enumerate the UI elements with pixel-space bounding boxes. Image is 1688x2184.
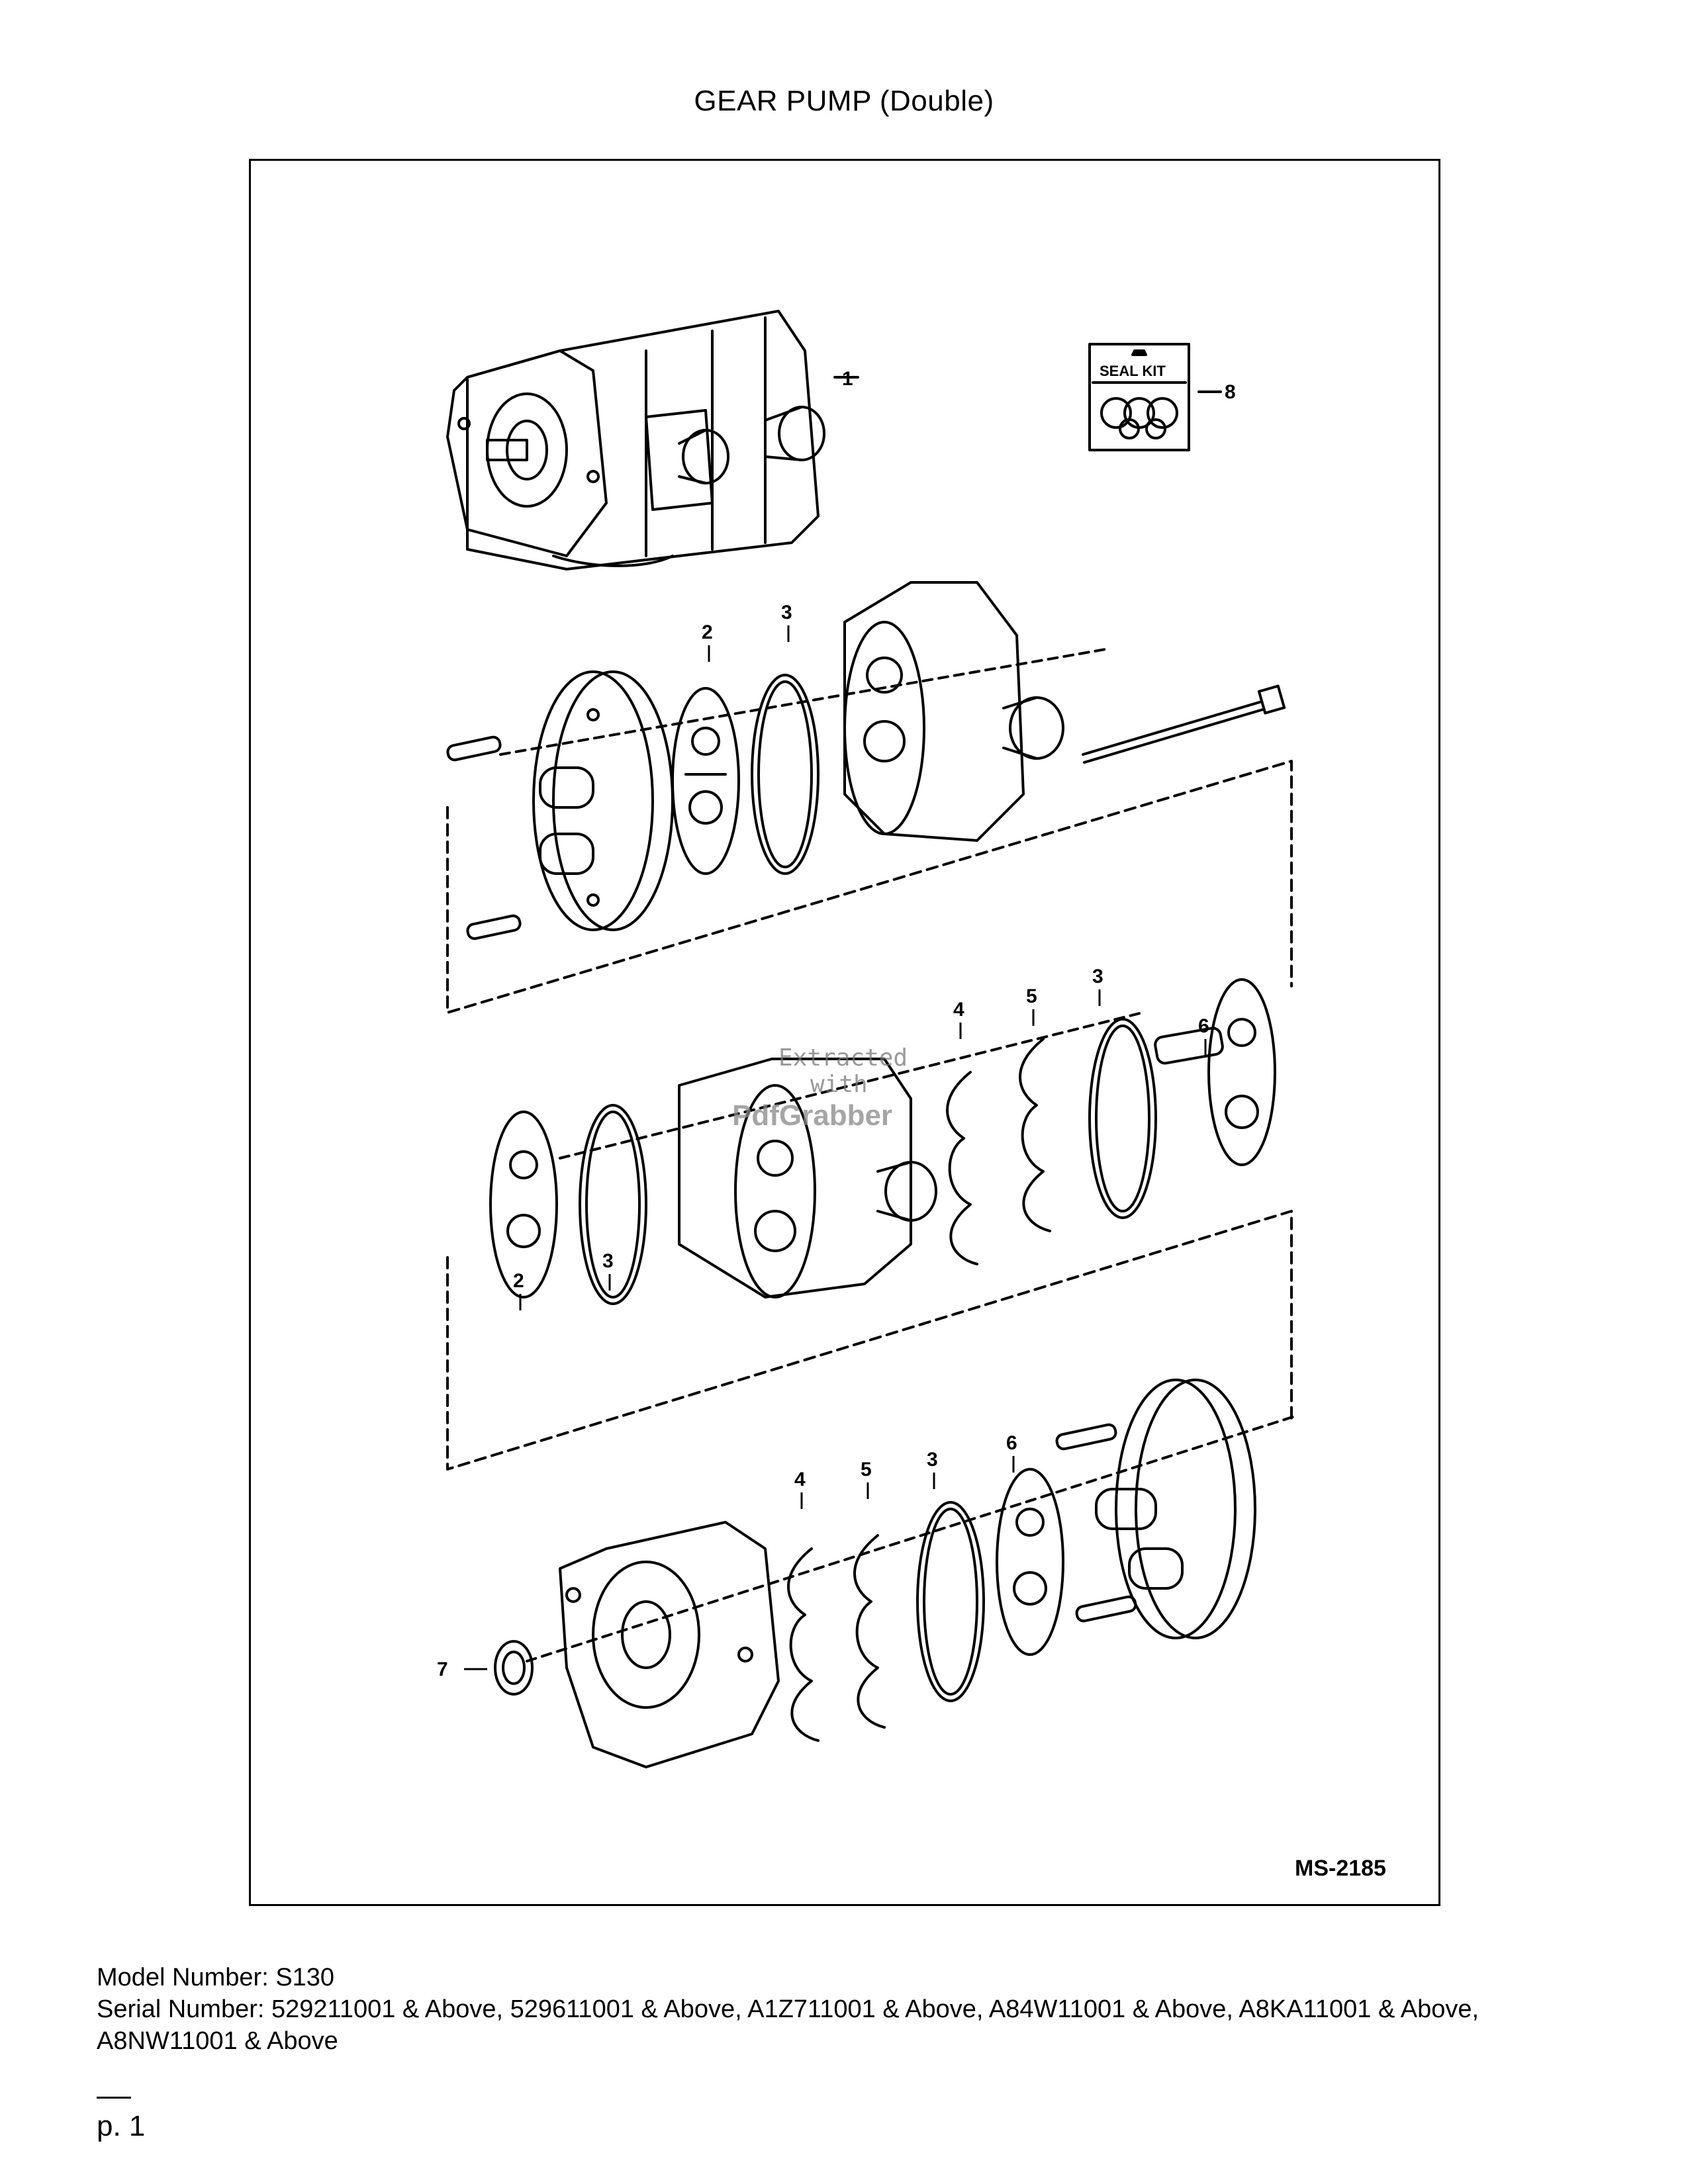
callout-7: 7 — [437, 1659, 448, 1680]
alignment-line — [499, 647, 1111, 756]
callout-3: 3 — [781, 602, 792, 623]
svg-text:with: with — [810, 1071, 868, 1098]
wear-plate-upper — [671, 687, 740, 875]
backup-ring-5-middle — [1019, 1038, 1051, 1232]
seal-kit-box — [1088, 343, 1190, 451]
page-number: p. 1 — [97, 2110, 146, 2142]
pump-housing-upper — [843, 581, 1064, 842]
callout-2: 2 — [702, 621, 713, 643]
callout-2: 2 — [513, 1270, 524, 1292]
callout-3: 3 — [1092, 966, 1103, 987]
seal-oring-upper — [751, 674, 820, 875]
gear-cover-upper — [532, 670, 674, 931]
thrust-plate-6-lower — [996, 1468, 1064, 1656]
seal-oring-3-middle — [1088, 1018, 1157, 1219]
assembled-pump — [446, 310, 825, 570]
callout-8: 8 — [1225, 381, 1236, 403]
callout-3: 3 — [927, 1449, 938, 1471]
alignment-line — [526, 1415, 1296, 1662]
shaft-seal-7 — [494, 1640, 534, 1696]
callout-5: 5 — [861, 1459, 872, 1480]
figure-id: MS-2185 — [1295, 1856, 1386, 1881]
through-bolt — [1082, 684, 1286, 764]
assembly-bracket — [446, 760, 1293, 1014]
thrust-plate-6-middle — [1154, 978, 1276, 1166]
backup-ring-5-lower — [853, 1534, 886, 1729]
seal-kit-label: SEAL KIT — [1100, 363, 1166, 379]
seal-oring-middle — [579, 1104, 647, 1305]
lower-dowel-pins — [1055, 1423, 1137, 1623]
svg-text:Extracted: Extracted — [778, 1044, 908, 1071]
page-title: GEAR PUMP (Double) — [694, 85, 994, 117]
gear-cover-lower — [1095, 1379, 1256, 1639]
callout-3: 3 — [602, 1250, 614, 1272]
pump-housing-middle — [678, 1058, 937, 1298]
assembly-bracket — [446, 1210, 1293, 1471]
alignment-line — [559, 1011, 1144, 1160]
footer-info: Model Number: S130 Serial Number: 529211… — [97, 1962, 1579, 2057]
callout-1: 1 — [842, 368, 853, 390]
svg-text:PdfGrabber: PdfGrabber — [732, 1099, 892, 1132]
diagram-frame — [249, 159, 1440, 1906]
seal-ring-4-middle — [946, 1071, 978, 1265]
exploded-parts-diagram: 1 8 2 3 6 3 5 4 2 3 4 5 3 6 7 SEAL KIT M… — [437, 310, 1386, 1881]
wear-plate-middle — [489, 1111, 558, 1298]
seal-ring-4-lower — [787, 1547, 820, 1742]
front-cover — [559, 1521, 780, 1768]
seal-oring-3-lower — [916, 1501, 985, 1702]
callout-4: 4 — [953, 999, 964, 1021]
callout-6: 6 — [1006, 1432, 1017, 1454]
footer-rule — [97, 2097, 131, 2099]
upper-dowel-pins — [446, 735, 522, 940]
serial-number: Serial Number: 529211001 & Above, 529611… — [97, 1995, 1479, 2055]
model-number: Model Number: S130 — [97, 1964, 335, 1991]
callout-6: 6 — [1198, 1015, 1209, 1037]
callout-5: 5 — [1026, 985, 1037, 1007]
pdfgrabber-watermark: Extracted with PdfGrabber — [732, 1044, 908, 1132]
callout-labels: 1 8 2 3 6 3 5 4 2 3 4 5 3 6 7 — [437, 368, 1236, 1680]
callout-4: 4 — [794, 1469, 806, 1490]
